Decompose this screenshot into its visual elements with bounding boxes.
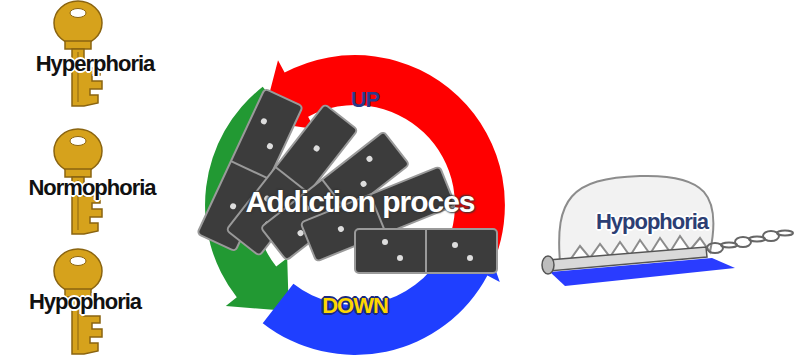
node-label: Hypophoria <box>596 211 708 233</box>
chain-link <box>777 231 793 236</box>
arrow-segment: DOWN <box>305 290 405 322</box>
node-label: Normophoria <box>28 177 155 199</box>
arrow-segment: UP <box>340 83 390 117</box>
key-shape: Hypophoria <box>20 248 180 358</box>
trap-spring <box>542 256 554 274</box>
node-label: Hyperphoria <box>36 53 155 75</box>
cycle-arrow <box>262 55 505 268</box>
trap-shape: Hypophoria <box>540 155 798 290</box>
node-label: DOWN <box>322 295 388 317</box>
cycle-arrow <box>263 222 500 355</box>
domino <box>355 229 497 273</box>
node-label: UP <box>351 89 380 111</box>
cycle-ring: Addiction proces UP DOWN <box>200 45 510 360</box>
node-label: Hypophoria <box>29 291 141 313</box>
key-shape: Hyperphoria <box>20 0 180 110</box>
node-label: Addiction proces <box>245 187 474 217</box>
trap-base <box>548 247 707 271</box>
key-shape: Normophoria <box>20 128 180 238</box>
